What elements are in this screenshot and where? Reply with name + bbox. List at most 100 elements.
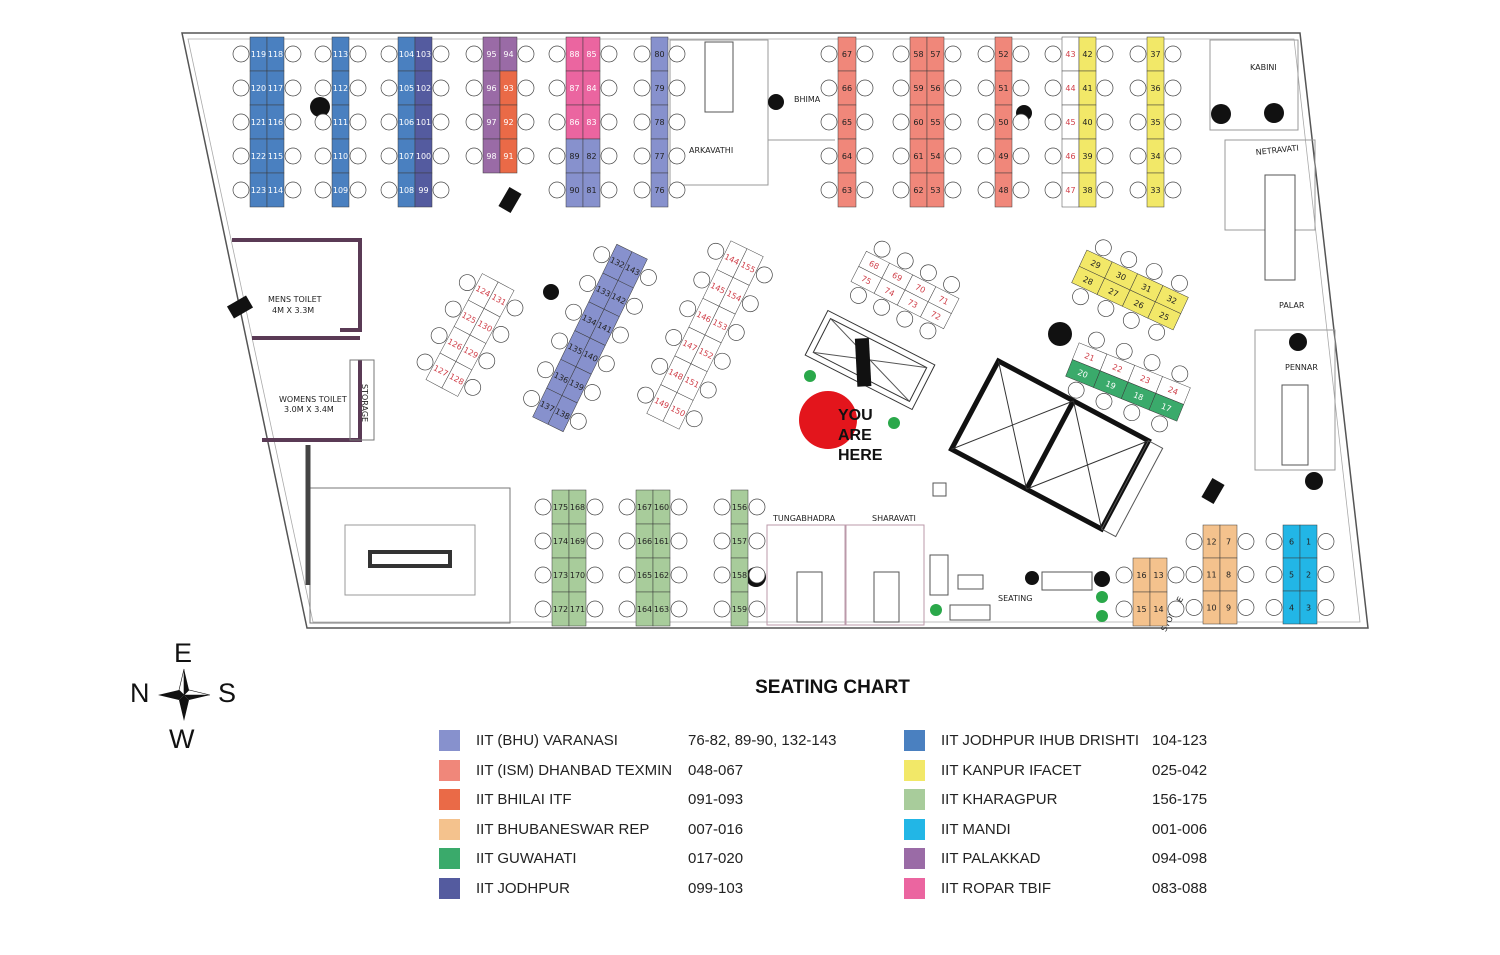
desk-cell[interactable] xyxy=(994,172,1013,208)
desk-number: 105 xyxy=(399,84,414,93)
desk-number: 157 xyxy=(732,537,747,546)
chair-icon xyxy=(600,45,618,63)
room-arkavathi xyxy=(669,39,769,186)
chair-icon xyxy=(517,113,535,131)
desk-number: 164 xyxy=(637,605,652,614)
desk-number: 34 xyxy=(1150,152,1160,161)
room-label-mens-toilet-size: 4M X 3.3M xyxy=(272,306,314,315)
chair-icon xyxy=(892,147,910,165)
chair-icon xyxy=(626,297,643,315)
desk-cell[interactable] xyxy=(547,395,578,433)
chair-icon xyxy=(1171,365,1189,383)
desk-number: 23 xyxy=(1139,374,1152,386)
column-block-icon xyxy=(498,186,522,214)
chair-icon xyxy=(668,113,686,131)
chair-icon xyxy=(618,600,636,618)
tungabhadra-table xyxy=(796,571,823,623)
desk-number: 68 xyxy=(867,259,880,272)
desk-cell[interactable] xyxy=(1299,590,1318,625)
chair-icon xyxy=(579,275,597,292)
desk-cell[interactable] xyxy=(414,172,433,208)
chair-icon xyxy=(1012,45,1030,63)
desk-number: 31 xyxy=(1140,282,1153,294)
desk-cell[interactable] xyxy=(837,172,857,208)
desk-cell[interactable] xyxy=(926,172,945,208)
desk-number: 13 xyxy=(1153,571,1163,580)
desk-cell[interactable] xyxy=(1148,392,1184,422)
desk-number: 120 xyxy=(251,84,266,93)
legend-range: 76-82, 89-90, 132-143 xyxy=(688,732,837,750)
desk-number: 8 xyxy=(1226,571,1231,580)
desk-number: 19 xyxy=(1104,379,1117,391)
chair-icon xyxy=(1265,566,1283,583)
you-are-here-line2: ARE xyxy=(838,427,872,444)
room-label-storage-left: STORAGE xyxy=(360,384,369,422)
desk-number: 116 xyxy=(268,118,283,127)
chair-icon xyxy=(1164,113,1182,131)
chair-icon xyxy=(232,181,250,199)
room-label-arkavathi: ARKAVATHI xyxy=(689,146,733,155)
desk-number: 50 xyxy=(998,118,1008,127)
desk-cell[interactable] xyxy=(499,138,518,174)
desk-cell[interactable] xyxy=(652,591,671,627)
chair-icon xyxy=(1151,415,1168,433)
desk-cell[interactable] xyxy=(920,301,952,330)
desk-number: 95 xyxy=(486,50,496,59)
desk-number: 15 xyxy=(1136,605,1146,614)
desk-cell[interactable] xyxy=(441,361,473,397)
chair-icon xyxy=(665,329,683,346)
desk-cell[interactable] xyxy=(1146,172,1165,208)
desk-number: 81 xyxy=(586,186,596,195)
chair-icon xyxy=(465,147,483,165)
legend-name: IIT (BHU) VARANASI xyxy=(476,732,618,750)
desk-cell[interactable] xyxy=(266,172,285,208)
desk-number: 161 xyxy=(654,537,669,546)
desk-cell[interactable] xyxy=(582,172,601,208)
chair-icon xyxy=(856,113,874,131)
chair-icon xyxy=(1148,323,1166,341)
chair-icon xyxy=(1115,566,1133,584)
desk-number: 35 xyxy=(1150,118,1160,127)
chair-icon xyxy=(896,252,914,270)
desk-cell[interactable] xyxy=(1219,590,1238,625)
desk-number: 6 xyxy=(1289,538,1294,547)
plant-icon xyxy=(888,417,900,429)
desk-cell[interactable] xyxy=(1078,172,1097,208)
desk-number: 171 xyxy=(570,605,585,614)
column-block-icon xyxy=(226,295,254,319)
desk-cell[interactable] xyxy=(1147,301,1182,331)
desk-cell[interactable] xyxy=(1149,591,1168,627)
desk-number: 119 xyxy=(251,50,266,59)
desk-number: 38 xyxy=(1082,186,1092,195)
chair-icon xyxy=(1185,566,1203,583)
desk-cell[interactable] xyxy=(650,172,669,208)
chair-icon xyxy=(1096,45,1114,63)
chair-icon xyxy=(977,181,995,199)
room-tungabhadra xyxy=(766,524,846,626)
legend-swatch xyxy=(904,818,925,840)
desk-number: 32 xyxy=(1165,294,1178,306)
desk-number: 16 xyxy=(1136,571,1146,580)
desk-cell[interactable] xyxy=(568,591,587,627)
chair-icon xyxy=(1237,566,1255,583)
desk-cell[interactable] xyxy=(331,172,350,208)
desk-number: 85 xyxy=(586,50,596,59)
legend-item-varanasi: IIT (BHU) VARANASI 76-82, 89-90, 132-143 xyxy=(439,726,836,756)
desk-number: 101 xyxy=(416,118,431,127)
desk-number: 75 xyxy=(860,274,873,287)
chair-icon xyxy=(1012,79,1030,97)
desk-number: 165 xyxy=(637,571,652,580)
desk-number: 2 xyxy=(1306,571,1311,580)
legend-name: IIT BHILAI ITF xyxy=(476,791,572,809)
chair-icon xyxy=(349,45,367,63)
desk-cell[interactable] xyxy=(730,591,749,627)
chair-icon xyxy=(1145,263,1163,280)
desk-cell[interactable] xyxy=(662,392,694,430)
desk-number: 169 xyxy=(570,537,585,546)
